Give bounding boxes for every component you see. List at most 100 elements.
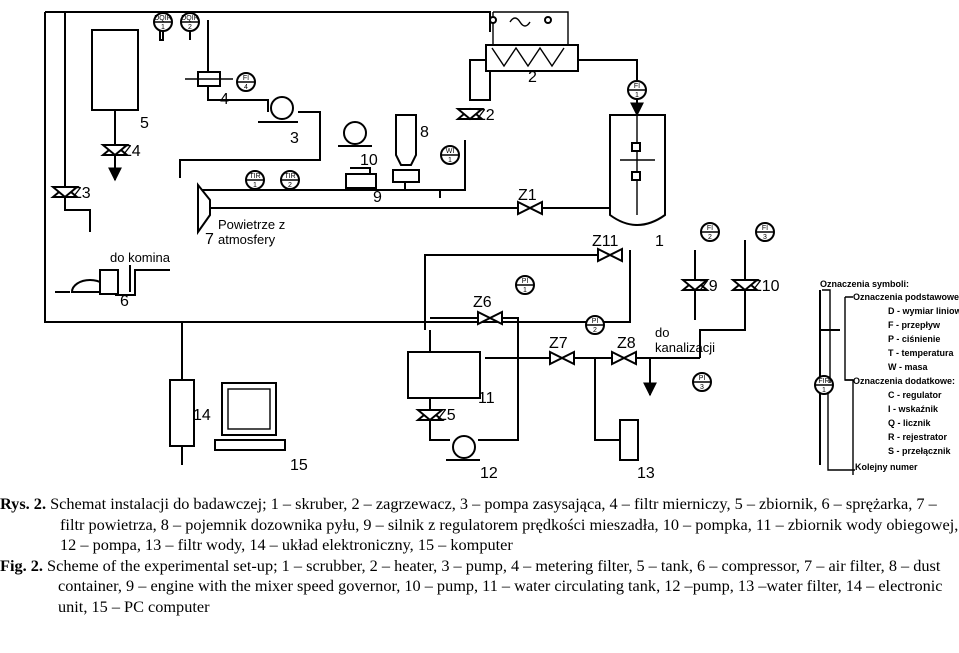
circulating-tank-11 xyxy=(407,351,481,399)
svg-text:15: 15 xyxy=(290,457,308,474)
legend-sample-instrument: FIR 1 xyxy=(814,375,834,395)
svg-text:13: 13 xyxy=(637,465,655,482)
svg-text:DQIR: DQIR xyxy=(181,15,199,22)
svg-text:WI: WI xyxy=(446,148,455,155)
svg-text:DQIR: DQIR xyxy=(154,15,172,22)
svg-text:TIR: TIR xyxy=(284,173,295,180)
svg-text:11: 11 xyxy=(478,390,495,407)
svg-text:Z3: Z3 xyxy=(72,185,91,202)
instrument-fi-2: FI 2 xyxy=(700,222,720,242)
motor-9 xyxy=(345,173,377,189)
valve-labels: Z1 Z2 Z3 Z4 Z5 Z6 Z7 Z8 Z9 Z10 Z11 xyxy=(72,107,780,424)
instrument-dqir-2: DQIR 2 xyxy=(180,12,200,32)
air-filter-label-line2: atmosfery xyxy=(218,232,276,247)
svg-text:Oznaczenia symboli:: Oznaczenia symboli: xyxy=(820,279,909,289)
svg-text:Z7: Z7 xyxy=(549,335,568,352)
svg-text:Kolejny numer: Kolejny numer xyxy=(855,462,918,472)
svg-text:3: 3 xyxy=(290,130,299,147)
svg-text:1: 1 xyxy=(635,92,639,99)
scrubber-1 xyxy=(609,114,666,226)
heater-2 xyxy=(485,11,579,72)
svg-text:S - przełącznik: S - przełącznik xyxy=(888,446,952,456)
instrument-fi-4: FI 4 xyxy=(236,72,256,92)
svg-text:Z1: Z1 xyxy=(518,187,537,204)
svg-text:Z5: Z5 xyxy=(437,407,456,424)
valves xyxy=(50,107,760,422)
svg-text:FIR: FIR xyxy=(818,378,829,385)
instrument-tir-2: TIR 2 xyxy=(280,170,300,190)
svg-text:P - ciśnienie: P - ciśnienie xyxy=(888,334,940,344)
svg-text:2: 2 xyxy=(188,24,192,31)
instrument-tir-1: TIR 1 xyxy=(245,170,265,190)
component-numbers: 1 2 3 4 5 6 7 8 9 10 11 12 13 14 15 xyxy=(120,69,664,482)
svg-text:C - regulator: C - regulator xyxy=(888,390,942,400)
svg-text:R - rejestrator: R - rejestrator xyxy=(888,432,948,442)
pump-10 xyxy=(338,121,372,147)
svg-text:Z2: Z2 xyxy=(476,107,495,124)
svg-text:PI: PI xyxy=(592,318,599,325)
svg-text:I - wskaźnik: I - wskaźnik xyxy=(888,404,939,414)
svg-text:FI: FI xyxy=(634,83,640,90)
svg-text:FI: FI xyxy=(243,75,249,82)
instrument-pi-2: PI 2 xyxy=(585,315,605,335)
svg-text:1: 1 xyxy=(253,182,257,189)
svg-text:W - masa: W - masa xyxy=(888,362,929,372)
svg-text:5: 5 xyxy=(140,115,149,132)
svg-text:Oznaczenia dodatkowe:: Oznaczenia dodatkowe: xyxy=(853,376,955,386)
compressor-6 xyxy=(70,269,119,295)
svg-text:TIR: TIR xyxy=(249,173,260,180)
svg-text:10: 10 xyxy=(360,152,378,169)
svg-text:Z8: Z8 xyxy=(617,335,636,352)
caption-polish: Rys. 2. Schemat instalacji do badawczej;… xyxy=(0,494,959,556)
air-filter-7 xyxy=(197,182,211,236)
svg-text:2: 2 xyxy=(528,69,537,86)
svg-text:8: 8 xyxy=(420,124,429,141)
svg-text:1: 1 xyxy=(655,233,664,250)
svg-text:7: 7 xyxy=(205,231,214,248)
to-sewer-label-line1: do xyxy=(655,325,669,340)
installation-schematic: DQIR 1 DQIR 2 FI 4 WI 1 TIR 1 TIR 2 PI 1… xyxy=(44,11,959,482)
caption-pl-label: Rys. 2. xyxy=(0,494,47,513)
svg-text:PI: PI xyxy=(522,278,529,285)
svg-text:2: 2 xyxy=(593,327,597,334)
caption-en-label: Fig. 2. xyxy=(0,555,43,575)
svg-text:12: 12 xyxy=(480,465,498,482)
svg-text:3: 3 xyxy=(763,234,767,241)
svg-text:FI: FI xyxy=(762,225,768,232)
svg-text:4: 4 xyxy=(244,84,248,91)
metering-filter-4 xyxy=(185,71,233,87)
svg-text:3: 3 xyxy=(700,384,704,391)
to-sewer-label-line2: kanalizacji xyxy=(655,340,715,355)
svg-text:Z11: Z11 xyxy=(592,233,618,250)
pump-3 xyxy=(258,96,298,123)
symbol-legend: FIR 1 Oznaczenia symboli: Oznaczenia pod… xyxy=(814,279,959,475)
dust-container-8 xyxy=(392,114,420,183)
computer-15 xyxy=(214,382,286,451)
caption-english: Fig. 2. Scheme of the experimental set-u… xyxy=(0,556,959,618)
svg-text:14: 14 xyxy=(193,407,211,424)
svg-text:2: 2 xyxy=(288,182,292,189)
to-chimney-label: do komina xyxy=(110,250,171,265)
caption-en-text: Scheme of the experimental set-up; 1 – s… xyxy=(47,555,943,616)
svg-text:T - temperatura: T - temperatura xyxy=(888,348,955,358)
svg-text:1: 1 xyxy=(523,287,527,294)
figure-caption: Rys. 2. Schemat instalacji do badawczej;… xyxy=(0,494,959,617)
water-filter-13 xyxy=(619,419,639,461)
tank-5 xyxy=(91,29,139,111)
instrument-pi-1: PI 1 xyxy=(515,275,535,295)
electronic-unit-14 xyxy=(169,379,195,447)
instrument-pi-3: PI 3 xyxy=(692,372,712,392)
air-filter-label-line1: Powietrze z xyxy=(218,217,285,232)
pump-12 xyxy=(446,435,480,461)
svg-text:Z6: Z6 xyxy=(473,294,492,311)
svg-text:Q - licznik: Q - licznik xyxy=(888,418,932,428)
instrument-fi-3: FI 3 xyxy=(755,222,775,242)
svg-text:D - wymiar liniowy: D - wymiar liniowy xyxy=(888,306,959,316)
svg-text:PI: PI xyxy=(699,375,706,382)
svg-text:1: 1 xyxy=(448,157,452,164)
svg-text:1: 1 xyxy=(822,387,826,394)
svg-text:4: 4 xyxy=(220,91,229,108)
svg-text:Oznaczenia podstawowe:: Oznaczenia podstawowe: xyxy=(853,292,959,302)
svg-text:2: 2 xyxy=(708,234,712,241)
svg-text:Z10: Z10 xyxy=(752,278,780,295)
